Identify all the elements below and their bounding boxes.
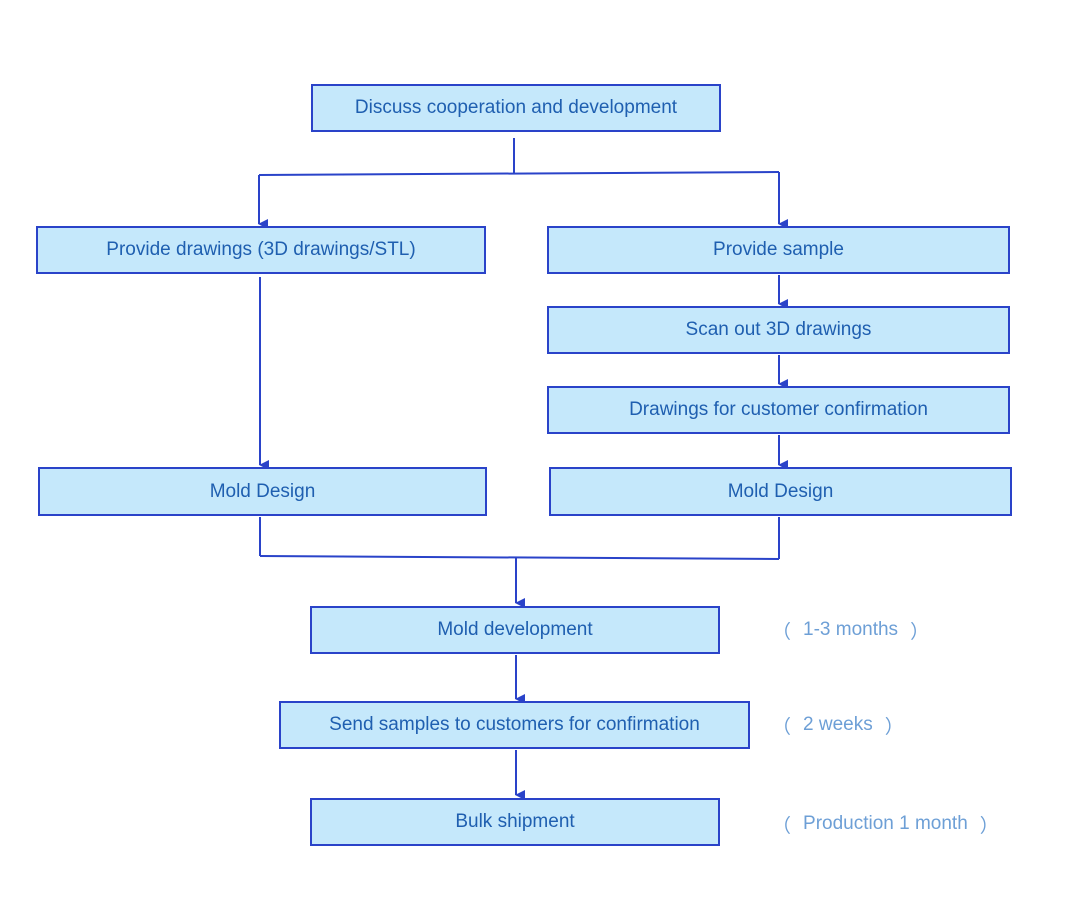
node-mold-design-left: Mold Design [38,467,487,516]
node-label: Mold Design [727,480,834,502]
node-send-samples: Send samples to customers for confirmati… [279,701,750,749]
node-label: Drawings for customer confirmation [629,399,928,420]
duration-note-send-samples: （ 2 weeks ） [772,712,904,738]
node-label: Provide sample [713,239,844,260]
duration-note-bulk-shipment: （ Production 1 month ） [772,811,999,837]
paren-open: （ [772,716,792,738]
node-bulk-shipment: Bulk shipment [310,798,720,846]
paren-open: （ [772,621,792,643]
node-label: Mold Design [209,480,316,502]
paren-close: ） [910,621,930,643]
duration-note-mold-development: （ 1-3 months ） [772,617,929,643]
paren-close: ） [979,815,999,837]
node-label: Mold development [437,619,593,640]
node-label: Scan out 3D drawings [685,319,872,340]
node-label: Discuss cooperation and development [354,97,678,118]
duration-text: 1-3 months [803,619,899,640]
paren-close: ） [884,716,904,738]
node-scan-3d-drawings: Scan out 3D drawings [547,306,1010,354]
node-mold-development: Mold development [310,606,720,654]
connector-merge-horizontal [259,555,780,560]
node-provide-drawings: Provide drawings (3D drawings/STL) [36,226,486,274]
node-label: Provide drawings (3D drawings/STL) [106,239,416,260]
duration-text: 2 weeks [803,714,873,735]
connector-split-horizontal [258,171,780,176]
node-drawings-customer-confirmation: Drawings for customer confirmation [547,386,1010,434]
node-label: Send samples to customers for confirmati… [329,714,700,735]
node-provide-sample: Provide sample [547,226,1010,274]
duration-text: Production 1 month [803,813,968,834]
paren-open: （ [772,815,792,837]
node-discuss-cooperation: Discuss cooperation and development [311,84,721,132]
node-label: Bulk shipment [455,811,575,832]
node-mold-design-right: Mold Design [549,467,1012,516]
